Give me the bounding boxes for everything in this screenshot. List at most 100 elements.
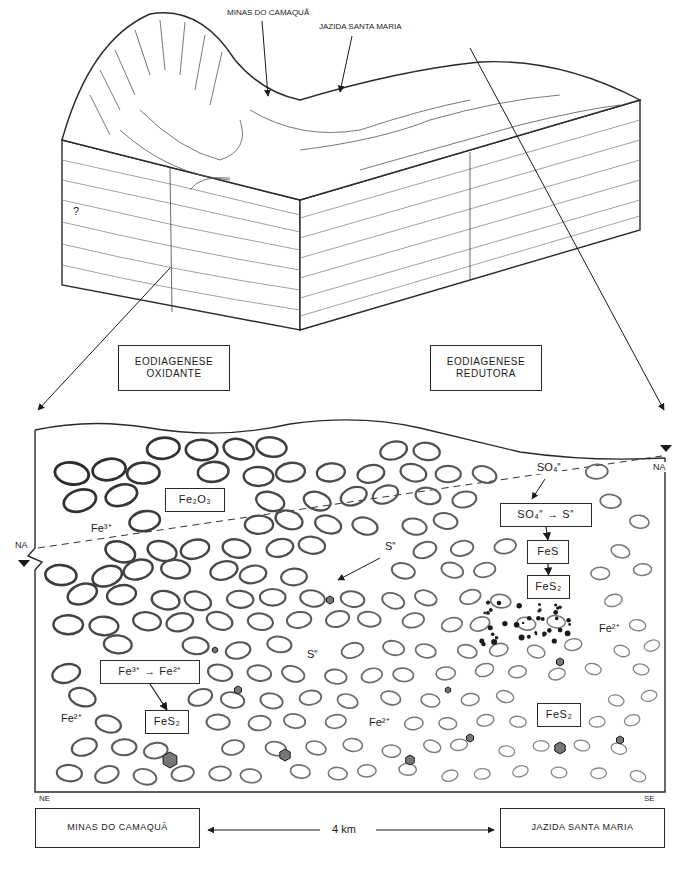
- clast: [458, 587, 482, 606]
- sulphide-grain: [553, 610, 558, 615]
- process-box: EODIAGENESE REDUTORA: [430, 345, 542, 391]
- clast: [266, 635, 292, 654]
- mineral-box: FeS: [527, 540, 569, 564]
- clast: [546, 614, 566, 629]
- clast: [584, 662, 602, 676]
- sulphide-grain: [519, 635, 525, 641]
- clast: [629, 514, 650, 530]
- clast: [590, 768, 606, 779]
- clast: [222, 436, 256, 462]
- leader-arrow: [340, 36, 352, 92]
- clast: [643, 638, 661, 653]
- clast: [50, 661, 82, 686]
- clast: [380, 590, 406, 612]
- clast: [259, 691, 284, 710]
- pyrite-crystal: [555, 742, 565, 754]
- clast: [498, 745, 515, 758]
- clast: [412, 441, 440, 461]
- clast: [286, 610, 312, 629]
- clast: [273, 507, 305, 532]
- clast: [382, 744, 401, 757]
- ground-surface: [35, 420, 665, 459]
- clast: [589, 716, 606, 728]
- pyrite-crystal: [445, 687, 450, 693]
- clast: [607, 693, 625, 707]
- clast: [360, 666, 384, 684]
- sulphide-grain: [527, 635, 531, 639]
- clast: [197, 460, 230, 483]
- clast: [299, 689, 323, 706]
- clast: [283, 713, 306, 730]
- clast: [610, 543, 632, 560]
- clast: [336, 692, 360, 710]
- clast: [422, 738, 442, 755]
- clast: [401, 611, 425, 629]
- clast: [103, 634, 132, 654]
- clast: [551, 766, 568, 778]
- clast: [299, 589, 326, 609]
- clast: [600, 494, 622, 510]
- pyrite-crystal: [235, 686, 242, 694]
- clast: [526, 643, 547, 660]
- clast: [511, 764, 529, 779]
- clast: [382, 639, 406, 657]
- sulphide-grain: [517, 603, 522, 608]
- clast: [91, 456, 127, 482]
- sulphide-grain: [495, 636, 499, 640]
- clast: [399, 763, 417, 775]
- clast: [357, 610, 382, 628]
- clast: [182, 636, 209, 655]
- clast: [473, 561, 497, 579]
- sulphide-grain: [489, 608, 493, 612]
- clast: [56, 764, 82, 782]
- clast: [436, 466, 461, 483]
- clast: [298, 535, 326, 555]
- sulphide-grain: [565, 630, 571, 636]
- clast: [161, 559, 191, 580]
- clast: [399, 461, 429, 484]
- clast: [591, 567, 610, 580]
- clast: [255, 435, 288, 459]
- sulphide-grain: [491, 639, 497, 645]
- clast: [289, 763, 311, 779]
- clast: [244, 467, 274, 486]
- ion-label: SO₄⁼: [536, 461, 562, 474]
- clast: [471, 463, 499, 485]
- clast: [436, 666, 456, 680]
- mineral-box: FeS₂: [537, 703, 581, 727]
- reaction-box: SO₄⁼ → S⁼: [500, 503, 592, 527]
- ion-label: S⁼: [306, 648, 319, 661]
- pyrite-crystal: [617, 736, 624, 744]
- ion-label: Fe²⁺: [368, 716, 391, 729]
- clast: [112, 739, 137, 756]
- clast: [227, 590, 254, 608]
- clast: [206, 714, 230, 730]
- clast: [224, 640, 251, 660]
- water-table-symbol: [660, 445, 672, 452]
- sulphide-grain: [527, 616, 532, 621]
- clast: [633, 563, 652, 576]
- ion-label: Fe²⁺: [60, 712, 83, 725]
- pyrite-crystal: [557, 658, 564, 666]
- distance-arrow: [208, 830, 320, 831]
- clast: [508, 665, 527, 679]
- box-text: JAZIDA SANTA MARIA: [532, 822, 634, 833]
- sulphide-grain: [514, 622, 520, 628]
- section-frame: [28, 430, 665, 792]
- box-text: SO₄⁼ → S⁼: [517, 508, 574, 522]
- box-text: FeS₂: [535, 580, 561, 594]
- place-name: MINAS DO CAMAQUÃ: [226, 8, 310, 17]
- clast: [509, 716, 526, 728]
- sulphide-grain: [483, 612, 486, 615]
- clast: [275, 461, 306, 484]
- mineral-box: FeS₂: [145, 710, 189, 734]
- sulphide-grain: [486, 601, 490, 605]
- clast: [132, 610, 162, 631]
- clast: [221, 738, 246, 757]
- sulphide-grain: [491, 632, 495, 636]
- clast: [392, 667, 414, 682]
- clast: [240, 768, 262, 784]
- clast: [603, 592, 623, 608]
- clast: [316, 462, 346, 483]
